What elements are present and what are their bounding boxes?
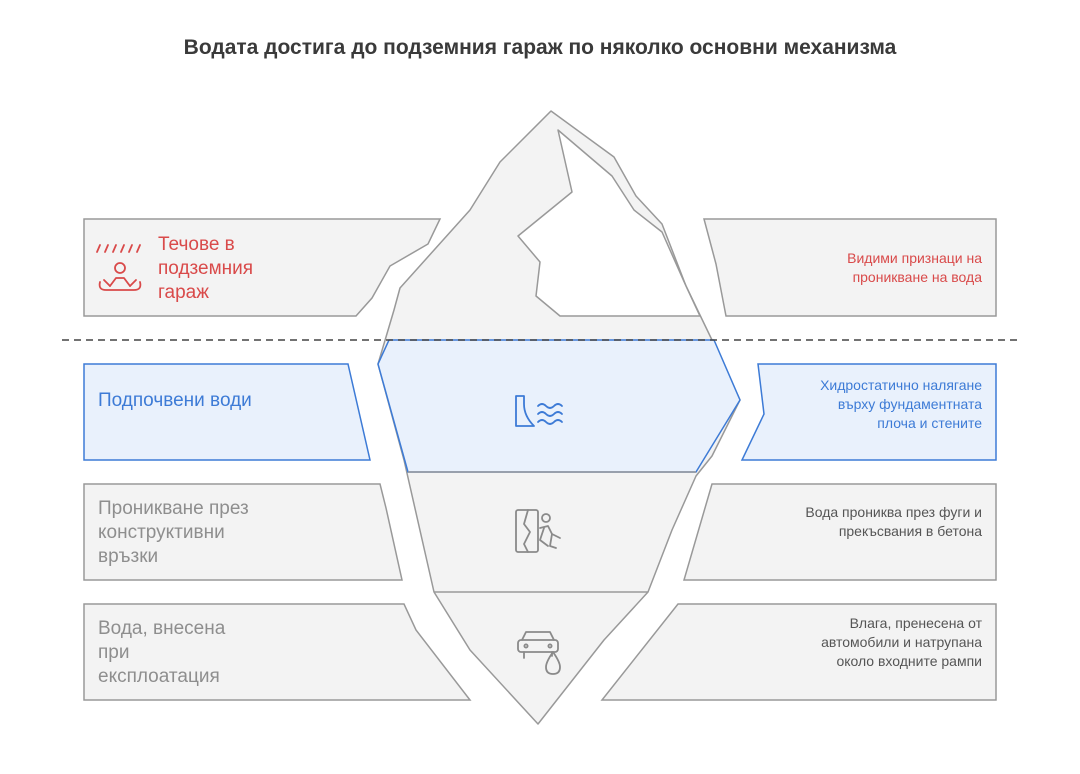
level-label-groundwater: Подпочвени води (98, 390, 252, 411)
panel-left-leaks (83, 218, 442, 317)
level-desc-joints: Вода прониква през фуги и прекъсвания в … (805, 504, 982, 539)
panel-right-operation (600, 603, 997, 701)
level-desc-operation: Влага, пренесена от автомобили и натрупа… (821, 615, 982, 669)
level-label-joints: Проникване през конструктивни връзки (98, 498, 249, 567)
diagram-title: Водата достига до подземния гараж по няк… (183, 36, 897, 59)
leak-person-icon (96, 244, 142, 291)
level-desc-groundwater: Хидростатично налягане върху фундаментна… (820, 377, 982, 431)
wall-water-waves-icon (515, 395, 563, 427)
cracked-wall-person-icon (515, 509, 561, 553)
panel-right-joints (683, 483, 997, 581)
level-label-leaks: Течове в подземния гараж (158, 234, 254, 303)
panel-left-operation (83, 603, 472, 701)
panel-left-joints (83, 483, 403, 581)
panel-right-groundwater (740, 363, 997, 461)
iceberg-band-groundwater (377, 339, 741, 473)
panel-left-groundwater (83, 363, 371, 461)
car-water-drop-icon (517, 631, 561, 675)
iceberg-tip (517, 129, 701, 317)
panel-right-leaks (703, 218, 997, 317)
level-label-operation: Вода, внесена при експлоатация (98, 618, 226, 687)
level-desc-leaks: Видими признаци на проникване на вода (847, 250, 982, 285)
